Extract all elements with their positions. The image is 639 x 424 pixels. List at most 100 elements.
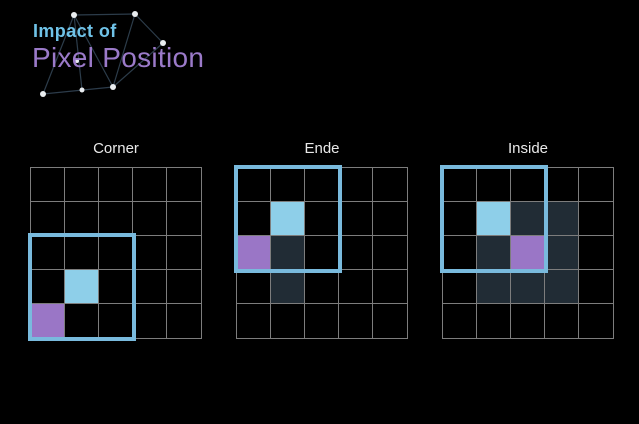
- grid-cell: [443, 236, 477, 270]
- network-edge: [134, 13, 164, 44]
- grid-cell: [133, 168, 167, 202]
- pixel-grid: [234, 165, 408, 339]
- grid-cell: [545, 202, 579, 236]
- grid-cell: [373, 304, 407, 338]
- grid-label: Ende: [304, 140, 340, 157]
- logo: Impact of Pixel Position: [0, 0, 245, 125]
- grid-cell: [133, 202, 167, 236]
- pixel-grid: [440, 165, 614, 339]
- grid-cell: [133, 236, 167, 270]
- grid-cell: [133, 304, 167, 338]
- grid-cell: [167, 270, 201, 304]
- network-node: [75, 59, 79, 63]
- grid-cell: [305, 304, 339, 338]
- network-node: [132, 11, 138, 17]
- grid-cell: [237, 304, 271, 338]
- grid-block-corner: Corner: [28, 140, 202, 341]
- slide-title: Pixel Position: [32, 42, 205, 73]
- network-node: [40, 91, 46, 97]
- grid-cell: [339, 236, 373, 270]
- grid-cell: [271, 304, 305, 338]
- grid-cell: [167, 168, 201, 202]
- network-edge: [73, 13, 136, 16]
- grid-cell: [31, 270, 65, 304]
- grid-cell: [545, 270, 579, 304]
- grid-cell: [373, 168, 407, 202]
- grid-cell: [271, 168, 305, 202]
- grid-cell: [443, 304, 477, 338]
- grid-cell: [99, 168, 133, 202]
- grid-cell: [545, 236, 579, 270]
- grid-cell: [271, 236, 305, 270]
- grid-cell: [339, 168, 373, 202]
- grid-cell: [511, 202, 545, 236]
- network-node: [79, 87, 85, 93]
- grid-cell: [305, 202, 339, 236]
- network-edge: [112, 13, 136, 88]
- grid-label: Inside: [507, 140, 549, 157]
- grid-cell: [65, 202, 99, 236]
- grid-cell: [99, 270, 133, 304]
- grid-cell: [477, 168, 511, 202]
- grid-cell: [99, 202, 133, 236]
- grid-cell: [443, 270, 477, 304]
- grid-cell: [237, 168, 271, 202]
- network-edge: [73, 14, 83, 91]
- grid-cell: [545, 168, 579, 202]
- grid-cell: [305, 270, 339, 304]
- grid-cell: [305, 168, 339, 202]
- grid-label: Corner: [93, 140, 139, 157]
- grid-cell: [65, 304, 99, 338]
- grid-cell: [579, 168, 613, 202]
- pixel-grid: [28, 167, 202, 341]
- grid-cell: [443, 202, 477, 236]
- grid-cell: [373, 202, 407, 236]
- network-edge: [73, 14, 114, 88]
- network-edge: [42, 14, 75, 95]
- grid-cell: [167, 202, 201, 236]
- grid-cell: [545, 304, 579, 338]
- grid-cell: [477, 270, 511, 304]
- network-node: [160, 40, 166, 46]
- network-node: [71, 12, 77, 18]
- grid-cell: [373, 270, 407, 304]
- grid-cell: [167, 304, 201, 338]
- grid-cell: [511, 168, 545, 202]
- grid-cell: [167, 236, 201, 270]
- grid-cell: [477, 202, 511, 236]
- network-edge: [42, 86, 114, 95]
- grid-cell: [31, 236, 65, 270]
- network-node: [110, 84, 116, 90]
- grid-cell: [305, 236, 339, 270]
- grid-cell: [237, 202, 271, 236]
- grid-cell: [579, 236, 613, 270]
- grid-cell: [237, 270, 271, 304]
- grid-cell: [65, 236, 99, 270]
- grid-block-ende: Ende: [234, 140, 408, 339]
- grid-cell: [99, 304, 133, 338]
- grid-cell: [31, 168, 65, 202]
- grid-cell: [339, 304, 373, 338]
- grid-cell: [443, 168, 477, 202]
- grid-cell: [579, 304, 613, 338]
- grid-cell: [511, 304, 545, 338]
- grid-cell: [477, 236, 511, 270]
- grid-cell: [271, 202, 305, 236]
- grid-cell: [579, 202, 613, 236]
- grid-cell: [237, 236, 271, 270]
- grid-cell: [65, 270, 99, 304]
- grid-cell: [477, 304, 511, 338]
- grid-cell: [339, 270, 373, 304]
- grid-cell: [65, 168, 99, 202]
- grid-block-inside: Inside: [440, 140, 614, 339]
- grid-cell: [511, 236, 545, 270]
- grid-cell: [133, 270, 167, 304]
- network-edge: [112, 42, 164, 88]
- grid-cell: [31, 304, 65, 338]
- slide-kicker: Impact of: [33, 21, 117, 41]
- grid-cell: [373, 236, 407, 270]
- grid-cell: [511, 270, 545, 304]
- grid-cell: [271, 270, 305, 304]
- grid-cell: [99, 236, 133, 270]
